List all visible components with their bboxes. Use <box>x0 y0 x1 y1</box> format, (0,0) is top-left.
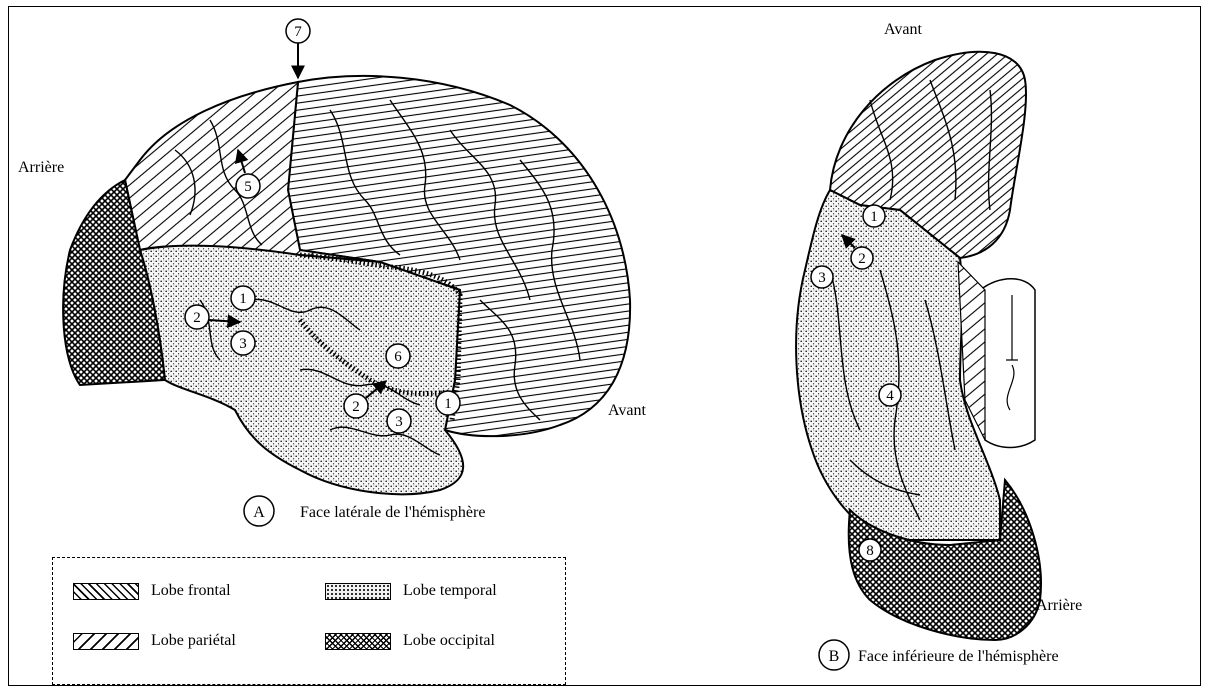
b-rear-label: Arrière <box>1036 597 1082 614</box>
a-front-label: Avant <box>608 402 646 419</box>
b-callout-4-label: 4 <box>886 388 894 404</box>
b-caption-marker-label: B <box>829 648 840 665</box>
a-callout-2-upper-label: 2 <box>193 310 201 326</box>
a-callout-7-label: 7 <box>294 24 302 40</box>
legend: Lobe frontal Lobe pariétal Lobe temporal… <box>52 557 566 685</box>
legend-label-occipital: Lobe occipital <box>403 632 495 650</box>
a-callout-5-label: 5 <box>244 179 252 195</box>
view-b-inferior-brain: 1 2 3 4 8 Avant Arrière B Face inférieur… <box>796 21 1082 670</box>
a-callout-3-lower-label: 3 <box>395 414 403 430</box>
occipital-swatch-icon <box>325 633 391 650</box>
b-front-label: Avant <box>884 21 922 38</box>
frontal-swatch-icon <box>73 583 139 600</box>
legend-item-occipital: Lobe occipital <box>325 632 495 650</box>
legend-item-frontal: Lobe frontal <box>73 582 231 600</box>
b-callout-2-label: 2 <box>858 251 866 267</box>
a-caption: Face latérale de l'hémisphère <box>300 504 485 521</box>
b-caption: Face inférieure de l'hémisphère <box>858 648 1059 665</box>
legend-item-parietal: Lobe pariétal <box>73 632 236 650</box>
legend-item-temporal: Lobe temporal <box>325 582 497 600</box>
a-callout-1-lower-label: 1 <box>444 396 452 412</box>
a-caption-marker-label: A <box>253 504 265 521</box>
a-callout-2-lower-label: 2 <box>352 399 360 415</box>
b-callout-8-label: 8 <box>866 543 874 559</box>
legend-label-temporal: Lobe temporal <box>403 582 497 600</box>
parietal-swatch-icon <box>73 633 139 650</box>
b-callout-3-label: 3 <box>818 270 826 286</box>
legend-label-frontal: Lobe frontal <box>151 582 231 600</box>
a-callout-6-label: 6 <box>394 349 402 365</box>
temporal-swatch-icon <box>325 583 391 600</box>
b-callout-1-label: 1 <box>870 209 878 225</box>
legend-label-parietal: Lobe pariétal <box>151 632 236 650</box>
b-brainstem <box>980 279 1035 448</box>
view-a-lateral-brain: 7 5 1 2 3 6 2 3 1 Arrière Avant A Face l… <box>18 19 646 526</box>
a-callout-1-upper-label: 1 <box>239 291 247 307</box>
a-rear-label: Arrière <box>18 159 64 176</box>
a-callout-3-upper-label: 3 <box>239 336 247 352</box>
